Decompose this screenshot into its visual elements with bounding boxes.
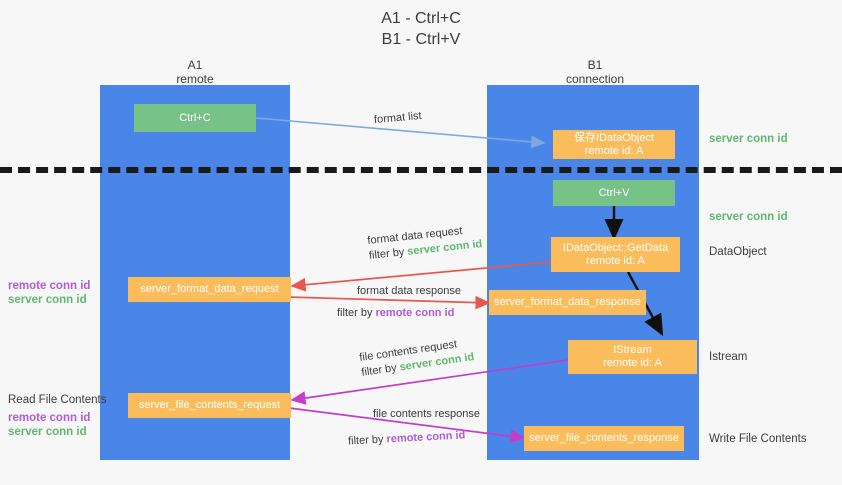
lane-header-a1: A1 remote (100, 58, 290, 86)
node-save-dataobject-line1: 保存IDataObject (573, 131, 655, 144)
edge-label-file-contents-request: file contents request filter by server c… (358, 335, 475, 381)
edge-format-data-response-text: format data response (357, 285, 461, 297)
node-server-format-data-response[interactable]: server_format_data_response (489, 290, 646, 315)
lane-b1-subtitle: connection (565, 72, 625, 86)
node-save-dataobject[interactable]: 保存IDataObject remote id: A (553, 130, 675, 159)
node-server-file-contents-response[interactable]: server_file_contents_response (524, 426, 684, 451)
left-label-remote-conn-1: remote conn id (8, 280, 91, 292)
lane-header-b1: B1 connection (490, 58, 700, 86)
left-label-server-conn-2: server conn id (8, 426, 87, 438)
node-server-format-data-request-label: server_format_data_request (140, 283, 279, 295)
node-idataobject-getdata[interactable]: IDataObject::GetData remote id: A (551, 237, 680, 272)
node-save-dataobject-line2: remote id: A (584, 144, 644, 157)
node-server-format-data-request[interactable]: server_format_data_request (128, 277, 291, 302)
edge-label-format-list: format list (373, 109, 423, 128)
edge-fcres-filter-prefix: filter by (347, 433, 387, 448)
node-server-file-contents-request-label: server_file_contents_request (138, 399, 281, 411)
title-line-2: B1 - Ctrl+V (381, 31, 461, 48)
lane-a1-name: A1 (187, 58, 203, 72)
lane-a1-subtitle: remote (176, 72, 214, 86)
node-ctrl-c-label: Ctrl+C (179, 111, 211, 124)
node-ctrl-v[interactable]: Ctrl+V (553, 180, 675, 206)
right-label-istream: Istream (709, 351, 748, 363)
page-title: A1 - Ctrl+C B1 - Ctrl+V (0, 8, 842, 50)
node-istream-line2: remote id: A (603, 357, 662, 369)
node-istream[interactable]: IStream remote id: A (568, 340, 697, 374)
node-server-format-data-response-label: server_format_data_response (494, 296, 641, 308)
edge-fcreq-filter-prefix: filter by (360, 361, 401, 379)
edge-format-list-text: format list (373, 109, 423, 127)
edge-label-format-data-request: format data request filter by server con… (367, 222, 483, 264)
right-label-dataobject: DataObject (709, 246, 767, 258)
right-label-server-conn-mid: server conn id (709, 211, 788, 223)
title-line-1: A1 - Ctrl+C (381, 10, 461, 27)
edge-fcres-filter-key: remote conn id (386, 429, 466, 446)
edge-fdreq-filter-prefix: filter by (368, 245, 408, 262)
node-istream-line1: IStream (613, 344, 652, 356)
right-label-server-conn-top: server conn id (709, 133, 788, 145)
edge-label-file-contents-response: file contents response filter by remote … (348, 407, 481, 447)
phase-divider (0, 167, 842, 173)
left-label-group-1: remote conn id server conn id (8, 279, 90, 307)
left-label-server-conn-1: server conn id (8, 294, 87, 306)
left-label-remote-conn-2: remote conn id (8, 412, 91, 424)
right-label-write-file-contents: Write File Contents (709, 433, 807, 445)
node-server-file-contents-request[interactable]: server_file_contents_request (128, 393, 291, 418)
edge-label-format-data-response: format data response filter by remote co… (337, 284, 461, 321)
left-label-read-file-contents: Read File Contents (8, 394, 107, 406)
left-label-group-2: remote conn id server conn id (8, 411, 90, 439)
node-server-file-contents-response-label: server_file_contents_response (529, 432, 679, 444)
edge-file-contents-response-filter: filter by remote conn id (348, 428, 481, 450)
node-ctrl-v-label: Ctrl+V (598, 186, 630, 199)
node-getdata-line2: remote id: A (586, 254, 645, 267)
lane-b1-name: B1 (587, 58, 603, 72)
edge-fdres-filter-prefix: filter by (337, 307, 376, 319)
edge-format-data-response-filter: filter by remote conn id (337, 306, 461, 321)
node-getdata-line1: IDataObject::GetData (562, 241, 669, 254)
edge-file-contents-response-text: file contents response (373, 408, 481, 420)
edge-fdres-filter-key: remote conn id (375, 307, 455, 319)
node-ctrl-c[interactable]: Ctrl+C (134, 104, 256, 132)
